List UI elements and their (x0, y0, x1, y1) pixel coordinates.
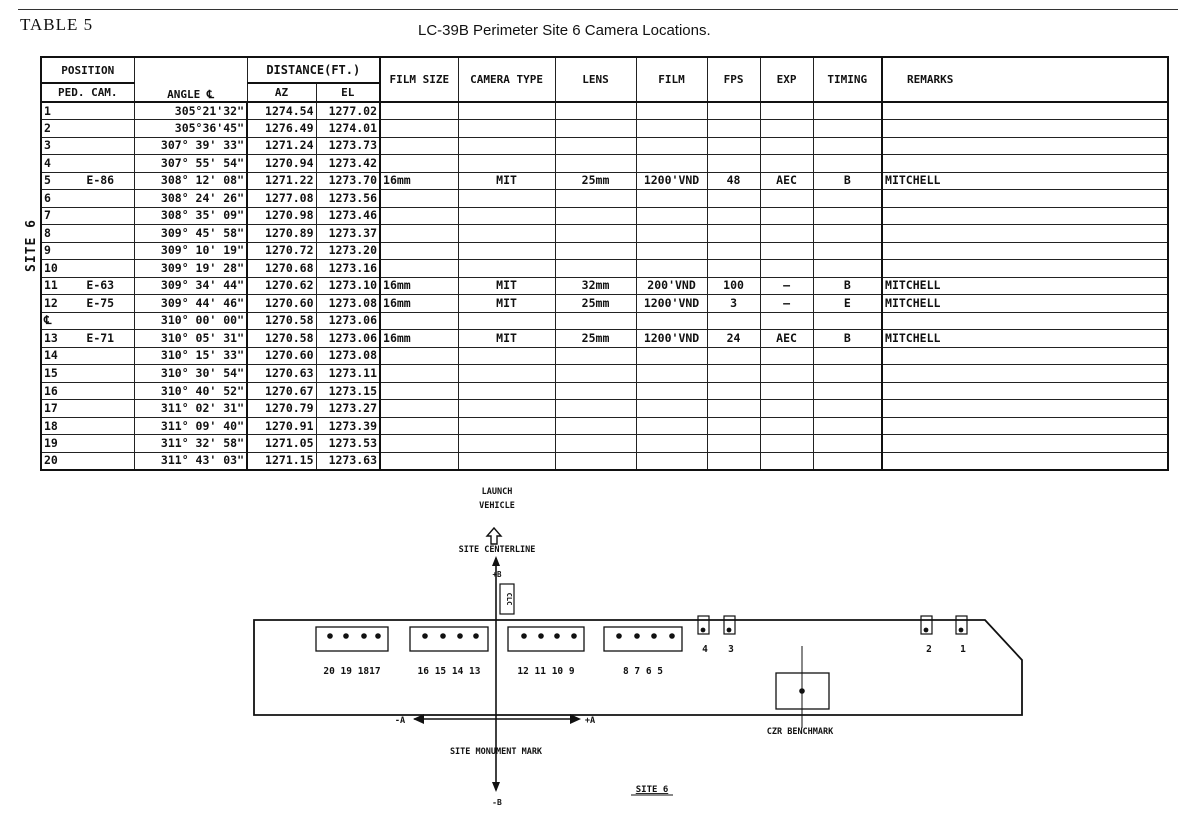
camera-group-12-9-label: 12 11 10 9 (517, 666, 574, 677)
header-rule (18, 9, 1178, 10)
minus-a-label: -A (395, 716, 405, 726)
cell-el: 1273.63 (315, 451, 381, 471)
camera-dots (327, 633, 675, 639)
clc-marker-label: CLC (505, 593, 513, 606)
plus-b-arrow-icon (492, 556, 500, 566)
camera-locations-table: POSITION ANGLE ℄ DISTANCE(FT.) FILM SIZE… (40, 56, 1170, 471)
header-position: POSITION (40, 56, 135, 84)
cell-remarks (881, 451, 1169, 471)
camera-group-20-17-label: 20 19 1817 (323, 666, 380, 677)
single-camera-dots (700, 627, 964, 633)
diagram-caption: SITE 6 (636, 785, 669, 795)
clc-marker (499, 583, 515, 615)
single-camera-4-label: 4 (702, 644, 708, 655)
header-az: AZ (246, 82, 317, 103)
single-camera-1-label: 1 (960, 644, 966, 655)
camera-group-16-13-label: 16 15 14 13 (418, 666, 481, 677)
header-angle: ANGLE ℄ (133, 56, 248, 103)
camera-group-12-9 (507, 626, 585, 652)
benchmark-label: CZR BENCHMARK (767, 727, 834, 737)
camera-group-20-17 (315, 626, 389, 652)
camera-group-16-13 (409, 626, 489, 652)
header-film-size: FILM SIZE (379, 56, 459, 103)
header-camera-type: CAMERA TYPE (457, 56, 556, 103)
site-monument-label: SITE MONUMENT MARK (450, 747, 543, 757)
minus-a-arrow-icon (413, 714, 424, 724)
minus-b-arrow-icon (492, 782, 500, 792)
cell-cam (67, 451, 135, 471)
header-film: FILM (635, 56, 708, 103)
launch-vehicle-arrow-icon (485, 526, 503, 545)
single-camera-3-label: 3 (728, 644, 734, 655)
single-camera-mounts (697, 615, 968, 635)
header-ped-cam: PED. CAM. (40, 82, 135, 103)
site-centerline-label: SITE CENTERLINE (459, 545, 536, 555)
launch-vehicle-label-2: VEHICLE (479, 501, 515, 511)
page-title: LC-39B Perimeter Site 6 Camera Locations… (418, 22, 711, 39)
header-exp: EXP (759, 56, 814, 103)
launch-vehicle-label-1: LAUNCH (482, 487, 513, 497)
minus-b-label: -B (492, 798, 502, 807)
site-outline (253, 619, 1023, 716)
camera-group-8-5-label: 8 7 6 5 (623, 666, 663, 677)
plus-a-label: +A (585, 716, 595, 726)
header-el: EL (315, 82, 381, 103)
single-camera-2-label: 2 (926, 644, 932, 655)
table-label: TABLE 5 (20, 15, 94, 34)
header-lens: LENS (554, 56, 637, 103)
cell-pos: 20 (40, 451, 67, 471)
header-timing: TIMING (812, 56, 883, 103)
camera-group-8-5 (603, 626, 683, 652)
plus-a-arrow-icon (570, 714, 581, 724)
plus-b-label: +B (492, 570, 502, 579)
header-remarks: REMARKS (881, 56, 1169, 103)
